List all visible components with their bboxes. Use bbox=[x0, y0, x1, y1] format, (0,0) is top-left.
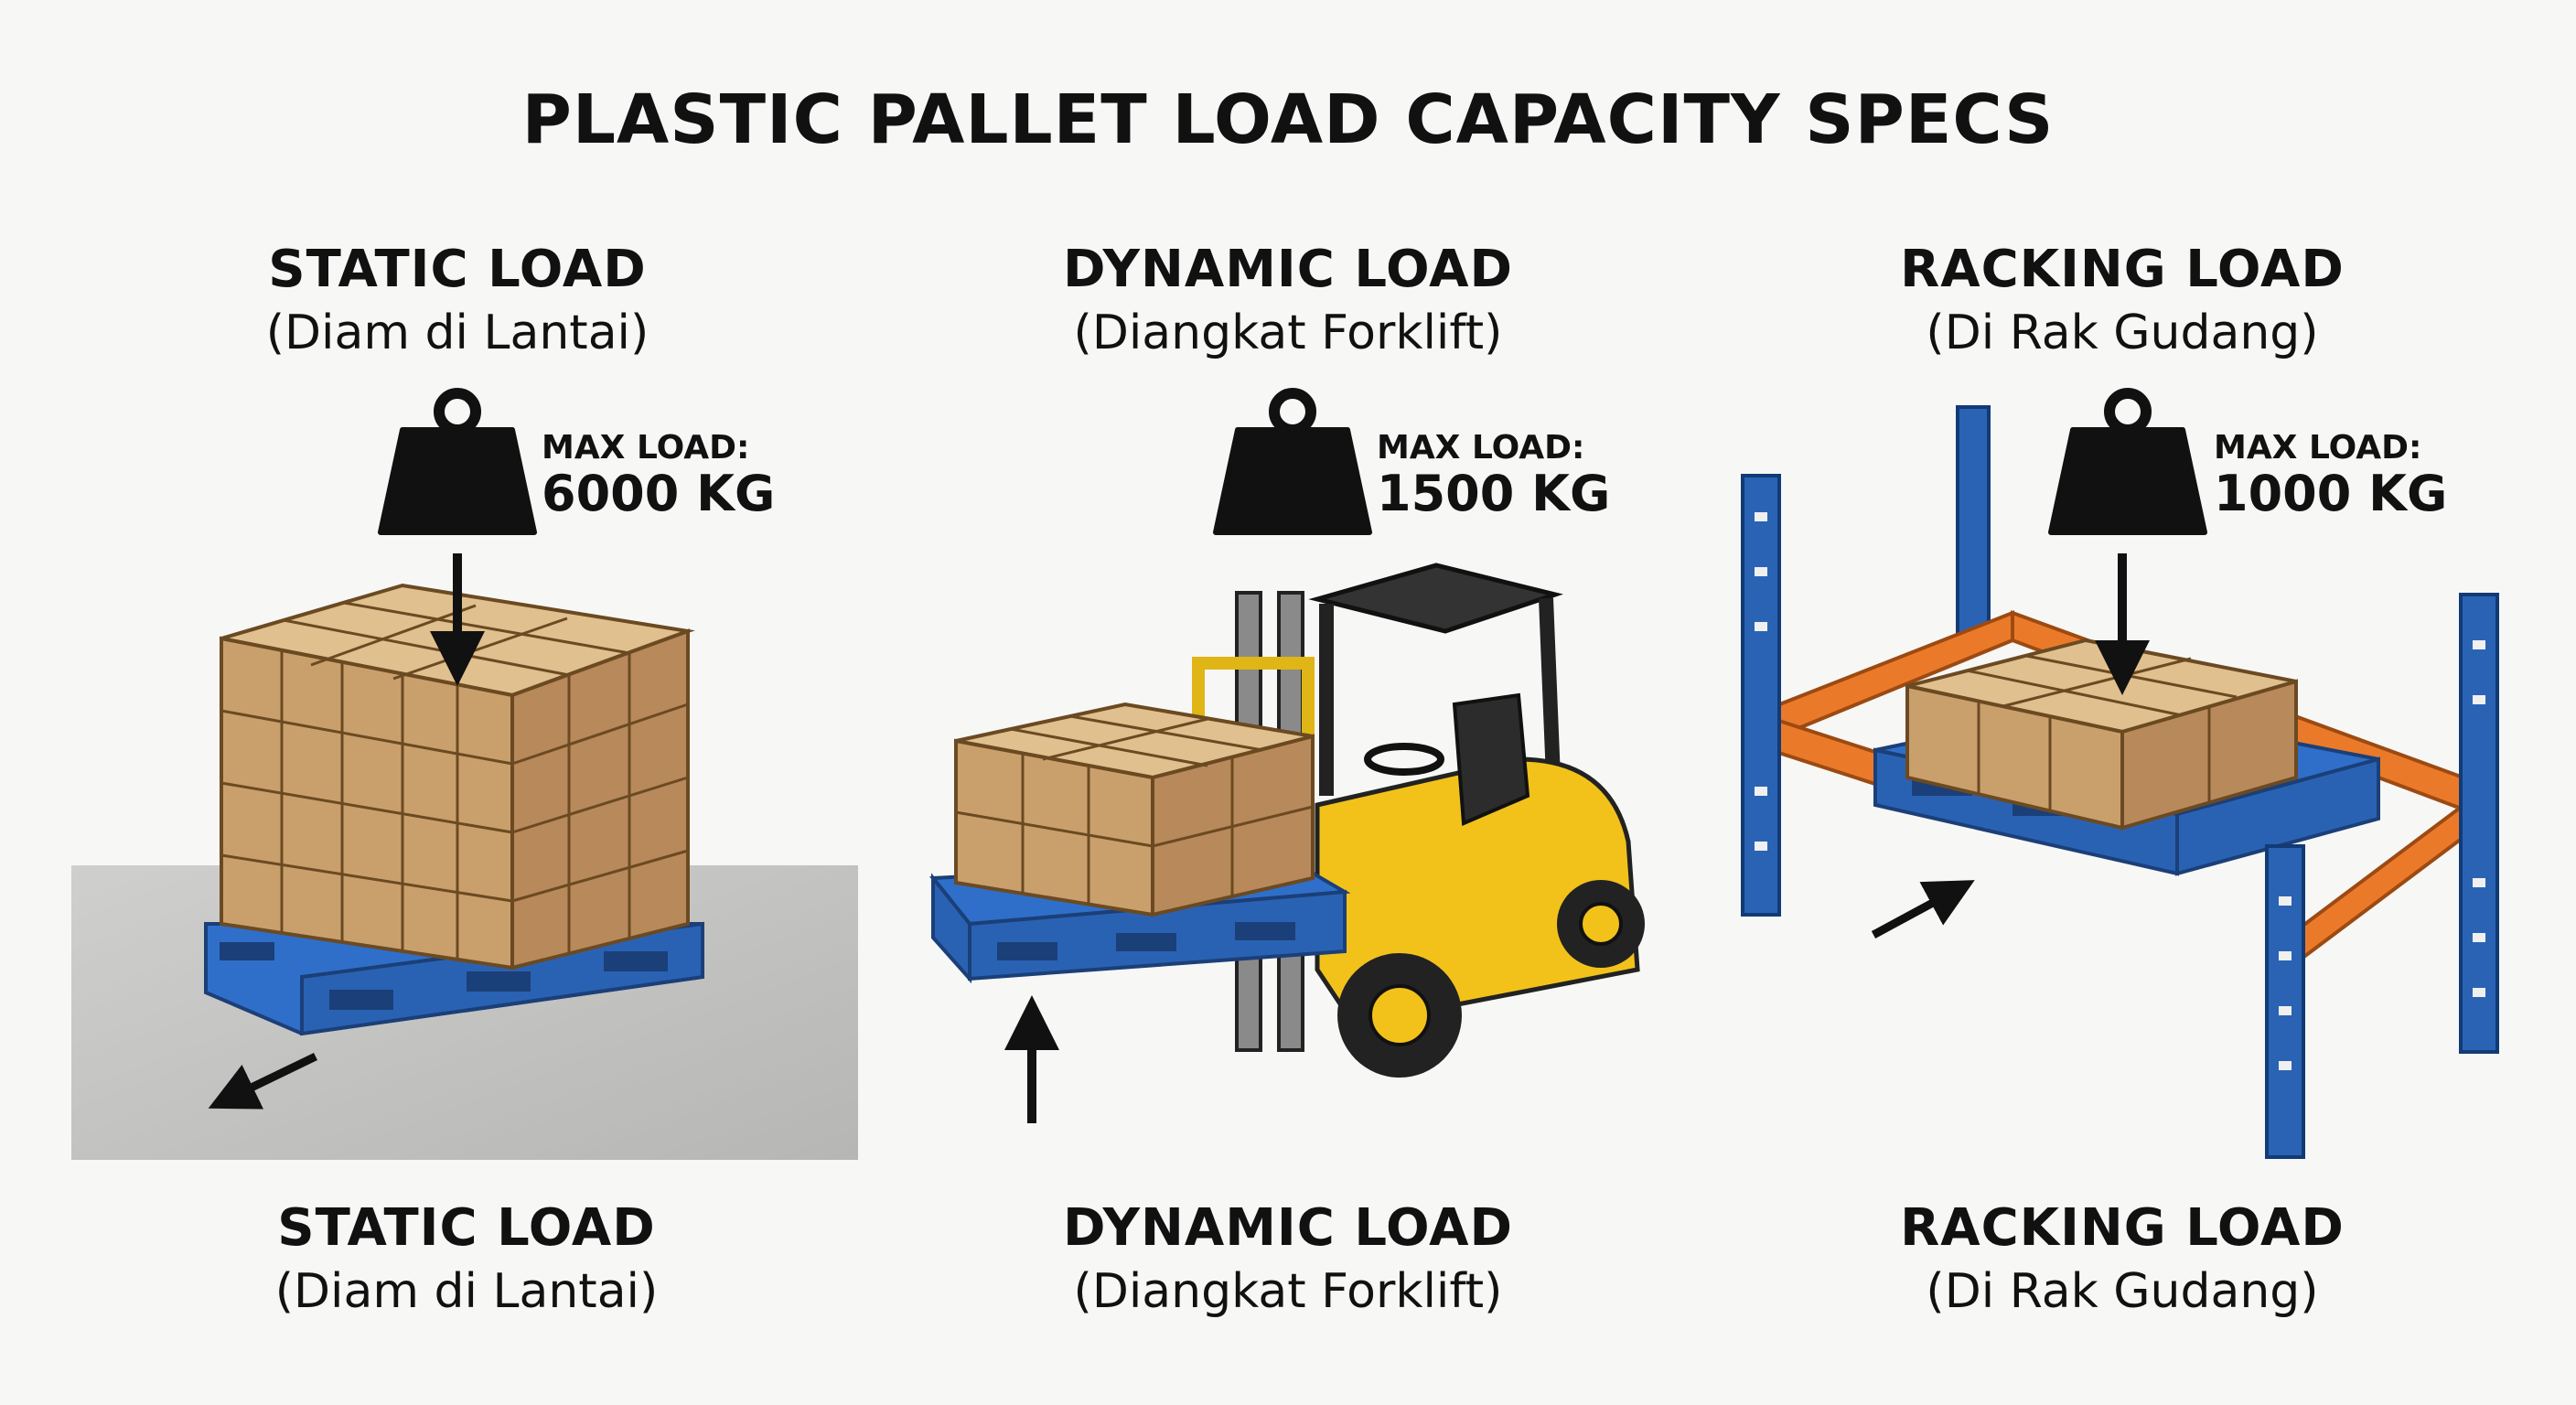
racking-heading-top: RACKING LOAD bbox=[1900, 240, 2345, 299]
page-title: PLASTIC PALLET LOAD CAPACITY SPECS bbox=[521, 80, 2055, 159]
static-heading-bottom: STATIC LOAD bbox=[277, 1198, 656, 1258]
static-subtitle-bottom: (Diam di Lantai) bbox=[274, 1264, 659, 1319]
racking-subtitle-bottom: (Di Rak Gudang) bbox=[1926, 1264, 2319, 1319]
racking-diagonal-arrow-icon bbox=[1871, 880, 1975, 938]
racking-subtitle-top: (Di Rak Gudang) bbox=[1926, 306, 2319, 360]
rack-upright bbox=[1956, 405, 1991, 647]
rack-upright-center bbox=[2265, 844, 2305, 1159]
dynamic-heading-bottom: DYNAMIC LOAD bbox=[1063, 1198, 1513, 1258]
racking-max-value: 1000 KG bbox=[2214, 465, 2448, 522]
dynamic-max-value: 1500 KG bbox=[1377, 465, 1611, 522]
static-side-arrow-icon bbox=[208, 1052, 317, 1110]
forklift bbox=[1192, 563, 1645, 1078]
racking-load-illustration bbox=[1741, 388, 2499, 1159]
rack-upright-front-right bbox=[2459, 593, 2499, 1054]
racking-weight-icon bbox=[2048, 388, 2207, 535]
dynamic-max-label: MAX LOAD: bbox=[1377, 429, 1585, 467]
static-heading-top: STATIC LOAD bbox=[268, 240, 647, 299]
static-weight-icon bbox=[378, 388, 537, 535]
dynamic-load-illustration bbox=[929, 388, 1645, 1123]
static-subtitle-top: (Diam di Lantai) bbox=[265, 306, 649, 360]
static-max-label: MAX LOAD: bbox=[542, 429, 750, 467]
racking-max-label: MAX LOAD: bbox=[2214, 429, 2422, 467]
dynamic-box-stack bbox=[954, 702, 1315, 917]
racking-heading-bottom: RACKING LOAD bbox=[1900, 1198, 2345, 1258]
dynamic-subtitle-top: (Diangkat Forklift) bbox=[1073, 306, 1503, 360]
static-load-illustration bbox=[71, 388, 858, 1160]
dynamic-heading-top: DYNAMIC LOAD bbox=[1063, 240, 1513, 299]
dynamic-weight-icon bbox=[1213, 388, 1372, 535]
static-max-value: 6000 KG bbox=[542, 465, 776, 522]
dynamic-subtitle-bottom: (Diangkat Forklift) bbox=[1073, 1264, 1503, 1319]
